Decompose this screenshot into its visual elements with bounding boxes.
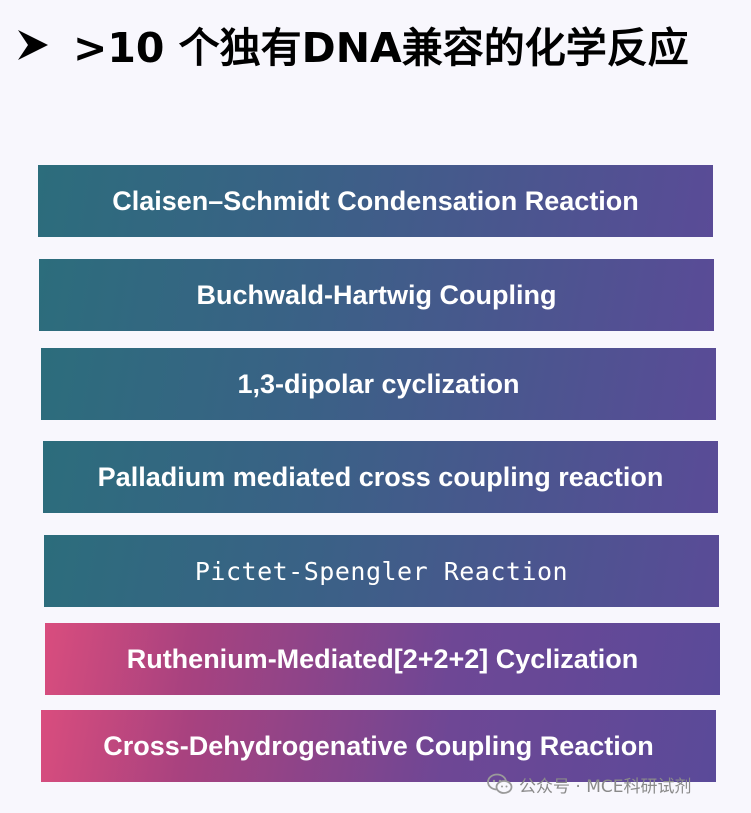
watermark: 公众号 · MCE科研试剂	[487, 772, 692, 797]
watermark-text: 公众号 · MCE科研试剂	[519, 776, 692, 797]
reaction-bar-claisen-schmidt: Claisen–Schmidt Condensation Reaction	[38, 165, 713, 237]
reaction-bar-pictet-spengler: Pictet-Spengler Reaction	[44, 535, 719, 607]
reaction-bar-ruthenium-cyclization: Ruthenium-Mediated[2+2+2] Cyclization	[45, 623, 720, 695]
reaction-bar-cross-dehydrogenative: Cross-Dehydrogenative Coupling Reaction	[41, 710, 716, 782]
reaction-bar-dipolar-cyclization: 1,3-dipolar cyclization	[41, 348, 716, 420]
reaction-bar-palladium-cross-coupling: Palladium mediated cross coupling reacti…	[43, 441, 718, 513]
wechat-icon	[487, 773, 513, 795]
page-title: >10 个独有DNA兼容的化学反应	[73, 24, 689, 72]
reaction-bar-buchwald-hartwig: Buchwald-Hartwig Coupling	[39, 259, 714, 331]
page-title-row: >10 个独有DNA兼容的化学反应	[0, 18, 751, 78]
